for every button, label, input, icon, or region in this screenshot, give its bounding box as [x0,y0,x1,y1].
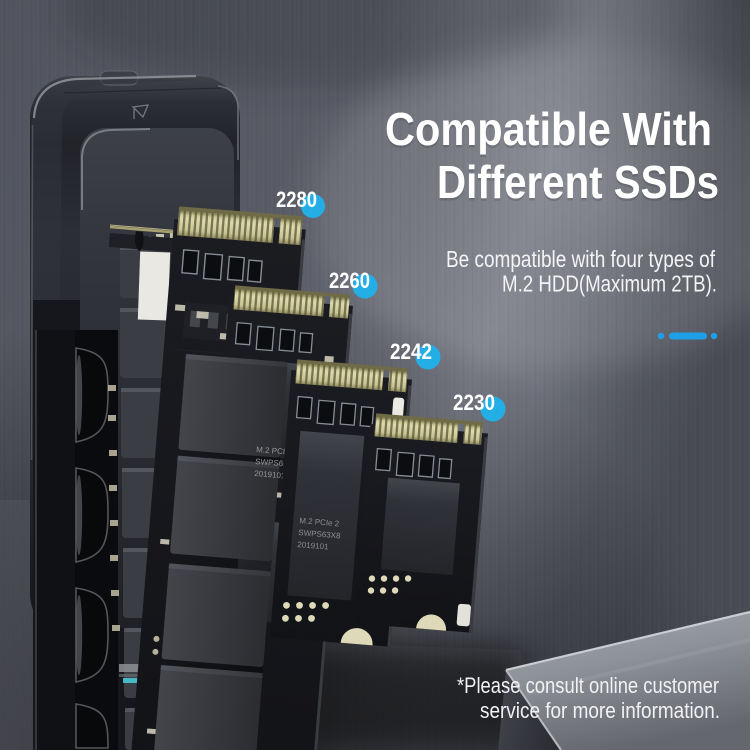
svg-text:*Please consult online custome: *Please consult online customer [457,673,719,698]
svg-text:Be compatible with four types: Be compatible with four types of [446,246,716,272]
svg-text:SWPS63X8: SWPS63X8 [298,528,341,540]
svg-text:M.2 PCIe 2: M.2 PCIe 2 [299,516,340,528]
svg-text:2230: 2230 [453,390,495,415]
svg-text:2280: 2280 [276,187,317,212]
svg-text:Different SSDs: Different SSDs [437,159,719,211]
svg-text:2019101: 2019101 [297,540,329,552]
svg-text:Compatible With: Compatible With [385,106,712,158]
svg-text:Different SSDs: Different SSDs [437,156,719,208]
svg-text:2242: 2242 [390,339,432,364]
svg-text:service for more information.: service for more information. [480,698,720,723]
svg-text:M.2 HDD(Maximum 2TB).: M.2 HDD(Maximum 2TB). [502,271,717,297]
svg-text:Compatible With: Compatible With [385,103,712,155]
svg-text:2019101: 2019101 [254,469,286,481]
svg-text:2260: 2260 [329,268,370,293]
